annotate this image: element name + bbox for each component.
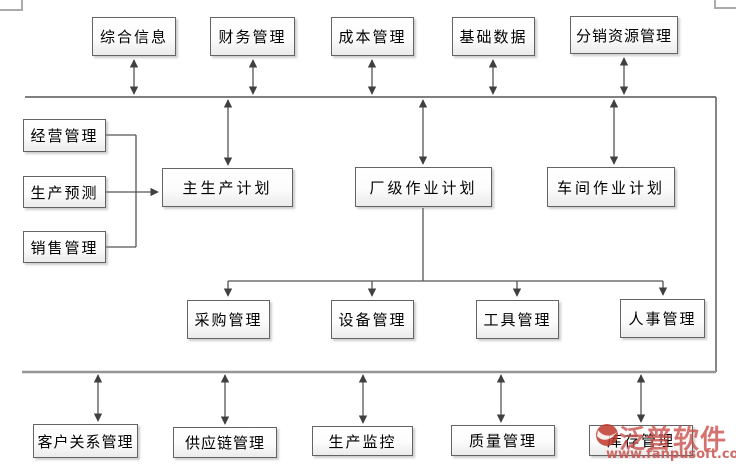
node-equipment-mgmt: 设备管理 <box>331 300 414 339</box>
node-cost-mgmt: 成本管理 <box>331 17 414 56</box>
plan-row-arrows <box>223 99 619 166</box>
node-sales-mgmt: 销售管理 <box>23 231 106 263</box>
node-basic-data: 基础数据 <box>452 17 535 56</box>
node-production-monitoring: 生产监控 <box>312 426 413 456</box>
node-production-forecast: 生产预测 <box>23 176 106 208</box>
bottom-row-arrows <box>93 374 646 425</box>
node-factory-operation-plan: 厂级作业计划 <box>355 167 492 207</box>
node-distribution-resource-mgmt: 分销资源管理 <box>570 16 678 54</box>
left-trio-connector <box>106 134 159 248</box>
top-right-corner-remnant <box>714 0 736 9</box>
support-branch-connector <box>223 208 668 297</box>
top-row-arrows <box>129 57 629 95</box>
node-comprehensive-info: 综合信息 <box>92 17 176 56</box>
node-workshop-operation-plan: 车间作业计划 <box>547 167 675 207</box>
node-supply-chain-mgmt: 供应链管理 <box>173 427 277 458</box>
node-master-production-plan: 主生产计划 <box>162 168 293 207</box>
node-inventory-mgmt: 库存管理 <box>589 425 693 456</box>
node-business-mgmt: 经营管理 <box>23 119 106 152</box>
node-customer-relationship-mgmt: 客户关系管理 <box>33 424 138 458</box>
node-tool-mgmt: 工具管理 <box>476 300 559 339</box>
node-personnel-mgmt: 人事管理 <box>620 299 705 338</box>
node-procurement-mgmt: 采购管理 <box>187 300 270 339</box>
node-financial-mgmt: 财务管理 <box>210 17 295 56</box>
node-quality-mgmt: 质量管理 <box>451 425 555 456</box>
top-left-corner-remnant <box>0 0 23 11</box>
